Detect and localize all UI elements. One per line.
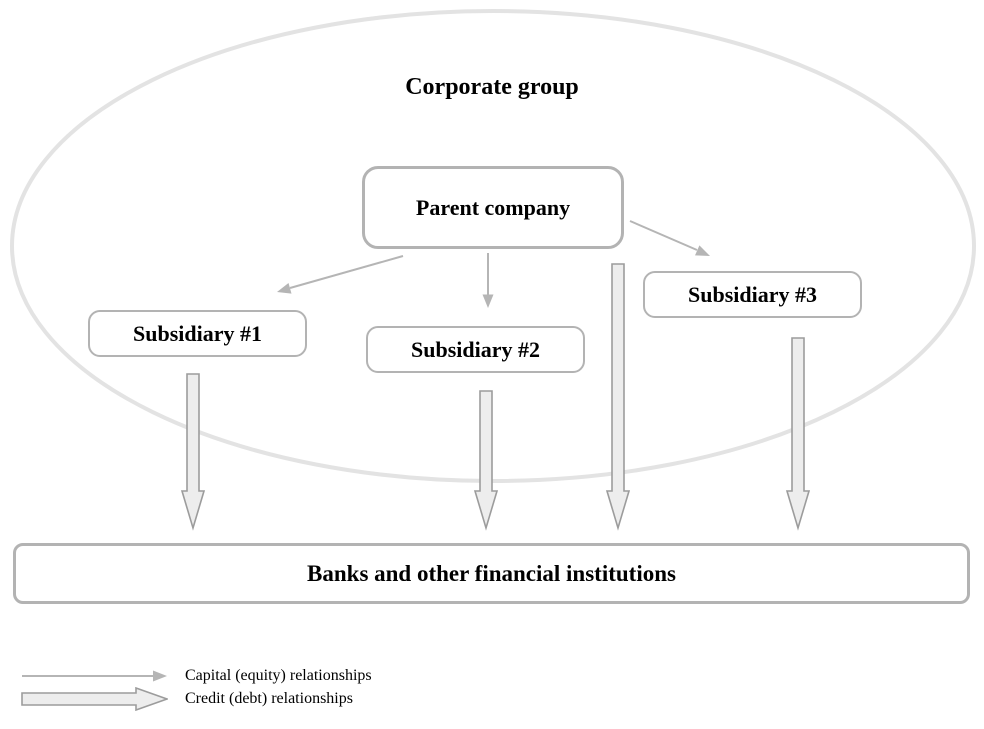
capital-arrowhead-sub1-icon	[277, 283, 292, 294]
credit-arrow-sub3-to-banks	[785, 337, 811, 531]
node-subsidiary-3: Subsidiary #3	[643, 271, 862, 318]
node-banks: Banks and other financial institutions	[13, 543, 970, 604]
node-banks-label: Banks and other financial institutions	[307, 560, 676, 586]
corporate-group-title: Corporate group	[405, 74, 579, 100]
node-subsidiary-2-label: Subsidiary #2	[411, 336, 540, 362]
legend-credit-label: Credit (debt) relationships	[185, 690, 353, 707]
credit-arrow-sub2-to-banks	[473, 390, 499, 531]
thin-arrow-icon	[22, 670, 167, 682]
node-subsidiary-3-label: Subsidiary #3	[688, 281, 817, 307]
credit-arrow-sub1-to-banks	[180, 373, 206, 531]
node-subsidiary-1-label: Subsidiary #1	[133, 320, 262, 346]
corporate-group-ellipse	[10, 9, 976, 483]
capital-arrowhead-sub2-icon	[482, 294, 494, 308]
thick-hollow-arrow-icon	[21, 687, 168, 711]
capital-arrowhead-sub3-icon	[695, 245, 710, 256]
legend-row-credit: Credit (debt) relationships	[20, 687, 353, 711]
node-subsidiary-1: Subsidiary #1	[88, 310, 307, 357]
credit-arrow-parent-to-banks	[605, 263, 631, 531]
legend-row-capital: Capital (equity) relationships	[20, 664, 372, 688]
legend-capital-label: Capital (equity) relationships	[185, 667, 372, 684]
node-parent-company-label: Parent company	[415, 194, 571, 220]
node-subsidiary-2: Subsidiary #2	[366, 326, 585, 373]
capital-arrow-parent-to-sub1	[289, 255, 404, 289]
node-parent-company: Parent company	[362, 166, 624, 249]
capital-arrow-parent-to-sub3	[629, 220, 698, 251]
